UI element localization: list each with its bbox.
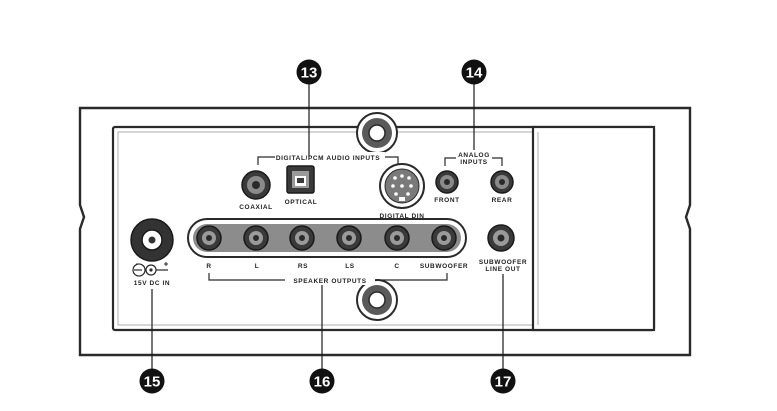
digital-inputs-group-label: DIGITAL/PCM AUDIO INPUTS — [276, 155, 380, 162]
dc-in-label: 15V DC IN — [134, 280, 170, 287]
speaker-label-c: C — [394, 263, 399, 270]
speaker-jack-r — [196, 225, 222, 251]
speaker-outputs-strip — [187, 218, 467, 258]
speaker-label-ls: LS — [345, 263, 355, 270]
callout-14: 14 — [461, 59, 487, 85]
coaxial-label: COAXIAL — [239, 204, 272, 211]
analog-inputs-label-line2: INPUTS — [460, 159, 487, 166]
svg-text:17: 17 — [495, 374, 512, 391]
speaker-jack-ls — [336, 225, 362, 251]
subwoofer-line-out-label-line1: SUBWOOFER — [479, 259, 527, 266]
speaker-label-rs: RS — [298, 263, 308, 270]
mounting-screw-top — [356, 112, 398, 154]
speaker-outputs-group-label: SPEAKER OUTPUTS — [293, 278, 366, 285]
analog-inputs-bracket — [444, 150, 503, 166]
speaker-label-l: L — [255, 263, 260, 270]
rear-input-jack — [490, 170, 514, 194]
front-input-jack — [435, 170, 459, 194]
svg-text:16: 16 — [314, 374, 331, 391]
coaxial-jack — [241, 170, 271, 200]
rear-label: REAR — [492, 197, 513, 204]
callout-17: 17 — [490, 368, 516, 394]
callout-15: 15 — [139, 368, 165, 394]
leader-lines — [151, 84, 504, 369]
optical-label: OPTICAL — [285, 199, 318, 206]
mounting-screw-bottom — [356, 279, 398, 321]
speaker-jack-rs — [289, 225, 315, 251]
dc-polarity-icon — [132, 262, 168, 277]
dc-in-jack — [130, 218, 174, 262]
digital-din-label: DIGITAL DIN — [380, 213, 425, 220]
svg-text:13: 13 — [301, 65, 318, 82]
callout-16: 16 — [309, 368, 335, 394]
speaker-outputs-bracket — [208, 273, 448, 285]
subwoofer-line-out-jack — [487, 224, 515, 252]
svg-text:15: 15 — [144, 374, 161, 391]
heatsink-block — [531, 125, 656, 332]
svg-text:14: 14 — [466, 65, 483, 82]
speaker-jack-c — [384, 225, 410, 251]
callout-13: 13 — [296, 59, 322, 85]
analog-inputs-label-line1: ANALOG — [458, 152, 490, 159]
subwoofer-line-out-label-line2: LINE OUT — [485, 266, 520, 273]
speaker-jack-subwoofer — [431, 225, 457, 251]
front-label: FRONT — [434, 197, 459, 204]
speaker-label-r: R — [206, 263, 211, 270]
digital-din-connector — [379, 163, 425, 209]
digital-inputs-bracket — [257, 152, 399, 165]
speaker-jack-l — [243, 225, 269, 251]
optical-port — [286, 165, 315, 194]
speaker-label-subwoofer: SUBWOOFER — [420, 263, 468, 270]
